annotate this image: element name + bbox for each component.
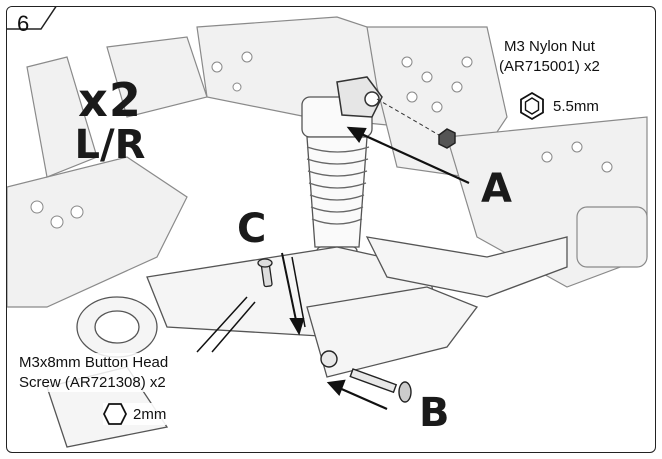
nut-part-number: (AR715001) x2 <box>499 57 600 75</box>
callout-a: A <box>481 166 512 212</box>
screw-tool-size: 2mm <box>103 403 167 425</box>
instruction-step-frame: 6 x2 L/R M3 Nylon Nut (AR715001) x2 5.5m… <box>6 6 656 453</box>
nut-part-name: M3 Nylon Nut <box>504 38 595 55</box>
quantity-indicator: x2 L/R <box>35 77 185 165</box>
callout-c: C <box>237 206 267 252</box>
quantity-side: L/R <box>74 122 146 168</box>
nut-part-label: M3 Nylon Nut (AR715001) x2 <box>499 37 600 76</box>
callout-b: B <box>419 390 450 436</box>
hex-nut-icon <box>520 91 544 121</box>
assembly-illustration <box>7 16 648 448</box>
hex-key-icon <box>103 403 127 425</box>
step-tab-shape <box>7 7 57 30</box>
nut-tool-size: 5.5mm <box>517 91 599 121</box>
step-number: 6 <box>17 11 30 36</box>
screw-tool-label: 2mm <box>133 405 167 423</box>
screw-part-label: M3x8mm Button Head Screw (AR721308) x2 <box>19 353 169 392</box>
quantity-count: x2 <box>78 73 142 127</box>
screw-part-name: M3x8mm Button Head <box>19 354 169 371</box>
screw-part-number: Screw (AR721308) x2 <box>19 373 166 391</box>
nut-tool-label: 5.5mm <box>553 97 599 115</box>
